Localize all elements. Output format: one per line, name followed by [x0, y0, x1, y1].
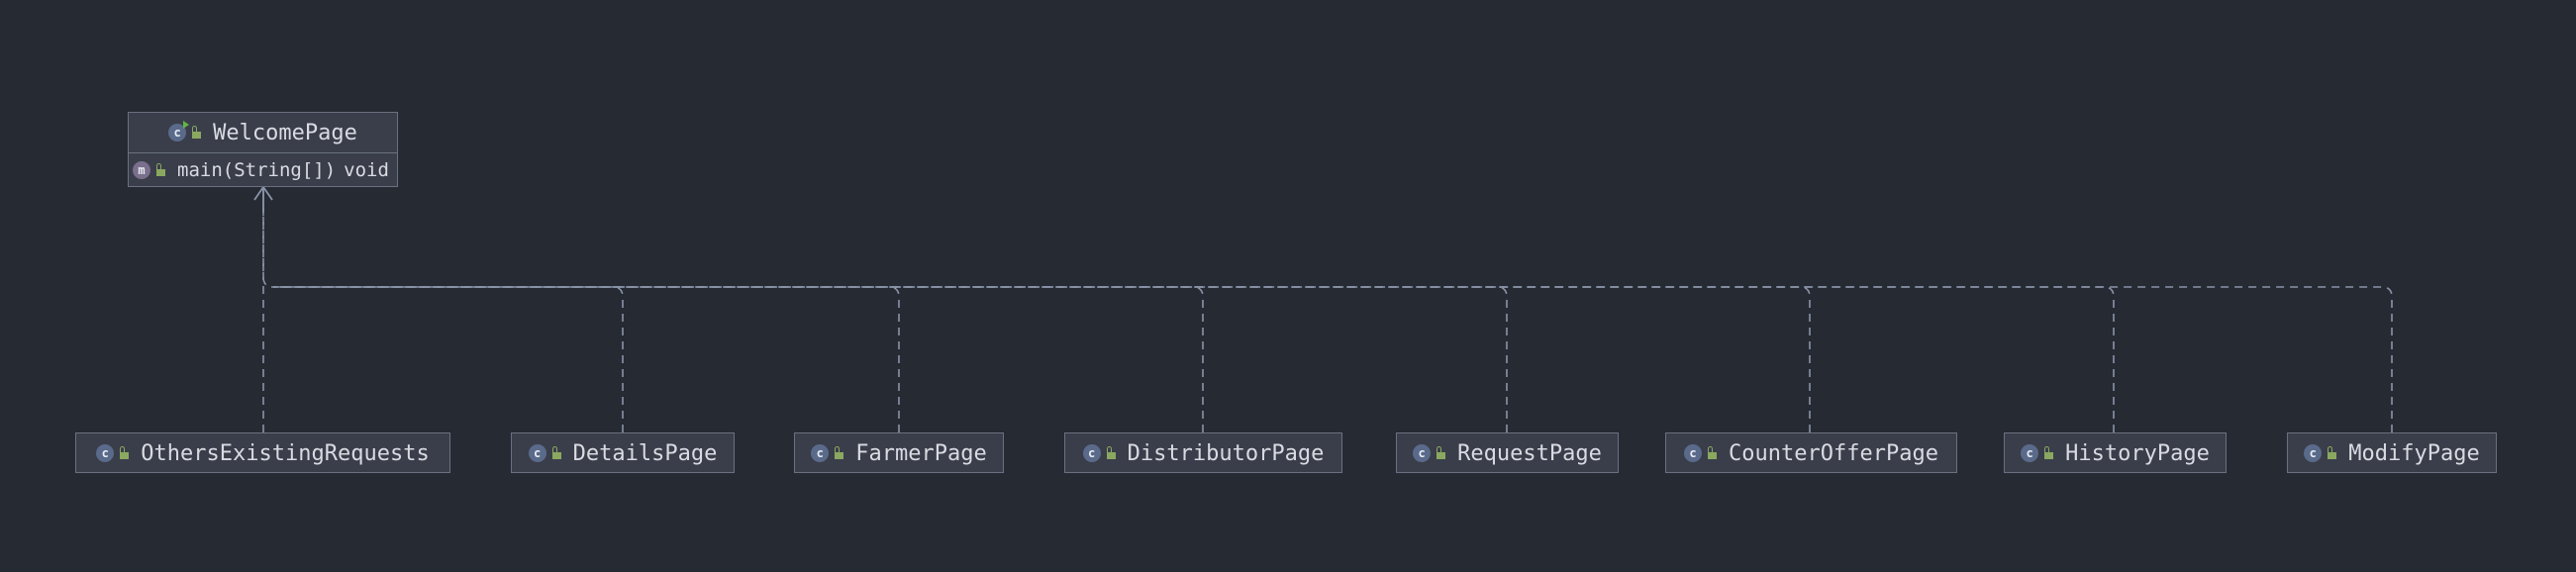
- edge-requestpage-to-welcomepage: [273, 286, 1508, 432]
- class-name: FarmerPage: [855, 440, 987, 466]
- class-header: c DistributorPage: [1065, 433, 1341, 473]
- class-icon: c: [1413, 444, 1432, 462]
- edge-detailspage-to-welcomepage: [262, 190, 624, 432]
- class-name: RequestPage: [1457, 440, 1602, 466]
- public-lock-icon: [2328, 446, 2337, 459]
- class-node-requestpage[interactable]: c RequestPage: [1396, 432, 1619, 473]
- class-runnable-icon: c: [168, 121, 190, 142]
- class-name: ModifyPage: [2348, 440, 2480, 466]
- class-icon: c: [1684, 444, 1703, 462]
- class-node-detailspage[interactable]: c DetailsPage: [511, 432, 735, 473]
- class-header: c HistoryPage: [2005, 433, 2226, 473]
- public-lock-icon: [835, 446, 844, 459]
- class-icon: c: [96, 444, 115, 462]
- public-lock-icon: [1708, 446, 1718, 459]
- class-header: c WelcomePage: [129, 113, 397, 152]
- class-node-farmerpage[interactable]: c FarmerPage: [794, 432, 1004, 473]
- class-node-othersexistingrequests[interactable]: c OthersExistingRequests: [75, 432, 450, 473]
- public-lock-icon: [192, 126, 202, 139]
- edge-farmerpage-to-welcomepage: [273, 286, 900, 432]
- edge-historypage-to-welcomepage: [273, 286, 2115, 432]
- class-node-historypage[interactable]: c HistoryPage: [2004, 432, 2227, 473]
- public-lock-icon: [551, 446, 561, 459]
- arrowhead-welcomepage: [253, 185, 273, 201]
- class-node-distributorpage[interactable]: c DistributorPage: [1064, 432, 1342, 473]
- edge-distributorpage-to-welcomepage: [273, 286, 1204, 432]
- class-node-modifypage[interactable]: c ModifyPage: [2287, 432, 2497, 473]
- class-header: c OthersExistingRequests: [76, 433, 449, 473]
- class-name: HistoryPage: [2065, 440, 2210, 466]
- method-signature: main(String[]): [177, 159, 337, 181]
- class-name: OthersExistingRequests: [141, 440, 430, 466]
- class-name: CounterOfferPage: [1729, 440, 1938, 466]
- class-header: c CounterOfferPage: [1666, 433, 1956, 473]
- class-node-counterofferpage[interactable]: c CounterOfferPage: [1665, 432, 1957, 473]
- public-lock-icon: [1106, 446, 1116, 459]
- class-icon: c: [811, 444, 830, 462]
- class-icon: c: [1082, 444, 1101, 462]
- class-header: c RequestPage: [1397, 433, 1618, 473]
- class-name: DetailsPage: [572, 440, 718, 466]
- method-icon: m: [133, 161, 150, 179]
- class-name: DistributorPage: [1127, 440, 1325, 466]
- public-lock-icon: [1437, 446, 1446, 459]
- class-node-welcomepage[interactable]: c WelcomePage m main(String[]) void: [128, 112, 398, 187]
- class-header: c FarmerPage: [795, 433, 1003, 473]
- public-lock-icon: [156, 163, 165, 176]
- method-return-type: void: [344, 159, 389, 181]
- class-header: c ModifyPage: [2288, 433, 2496, 473]
- public-lock-icon: [120, 446, 130, 459]
- class-icon: c: [528, 444, 546, 462]
- edge-counterofferpage-to-welcomepage: [273, 286, 1811, 432]
- class-name: WelcomePage: [213, 120, 357, 145]
- public-lock-icon: [2044, 446, 2054, 459]
- edge-modifypage-to-welcomepage: [273, 286, 2393, 432]
- class-icon: c: [2021, 444, 2039, 462]
- class-header: c DetailsPage: [512, 433, 734, 473]
- class-icon: c: [2304, 444, 2323, 462]
- member-row-main[interactable]: m main(String[]) void: [129, 152, 397, 187]
